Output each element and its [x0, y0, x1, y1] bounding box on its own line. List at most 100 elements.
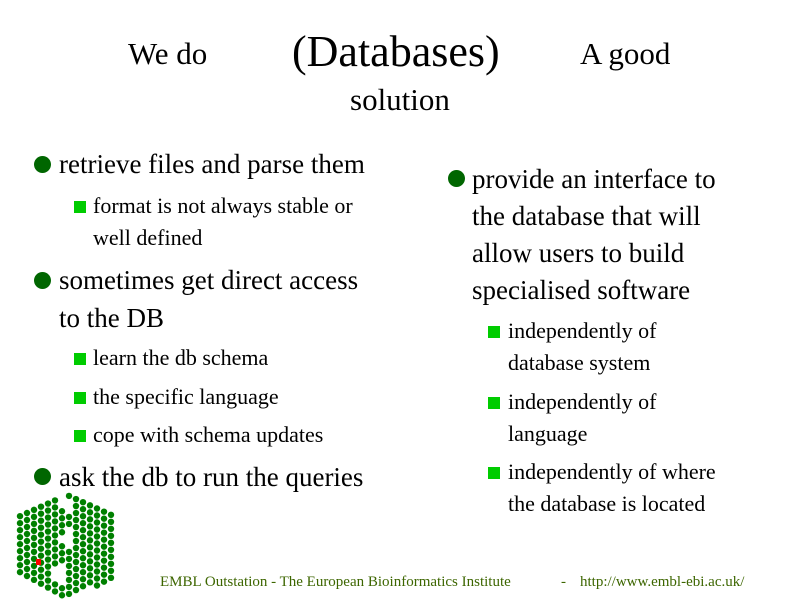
logo-dot [23, 523, 31, 531]
logo-dot [37, 524, 45, 531]
logo-dot [58, 522, 66, 529]
logo-dot [93, 512, 101, 519]
logo-dot [79, 520, 87, 527]
subbullet-icon [488, 397, 500, 409]
logo-dot [37, 580, 45, 587]
logo-dot [72, 530, 80, 538]
logo-dot [72, 579, 80, 587]
logo-dot [16, 554, 24, 562]
logo-dot [107, 525, 115, 532]
logo-dot [79, 555, 87, 562]
logo-dot [100, 543, 108, 550]
logo-dot [58, 508, 66, 515]
logo-dot [86, 579, 94, 586]
logo-dot [79, 499, 87, 506]
logo-dot [51, 518, 59, 525]
logo-dot [44, 507, 52, 514]
bullet-text: allow users to build [472, 238, 685, 268]
logo-dot [72, 516, 80, 524]
logo-dot [58, 585, 66, 592]
logo-dot [51, 511, 59, 518]
logo-dot [23, 558, 31, 566]
logo-dot [58, 543, 66, 550]
logo-dot [100, 557, 108, 564]
logo-dot [44, 570, 52, 577]
logo-dot [86, 523, 94, 530]
title-right: A good [580, 36, 671, 71]
logo-dot [100, 508, 108, 515]
logo-dot [23, 565, 31, 573]
footer-url: http://www.embl-ebi.ac.uk/ [580, 574, 745, 590]
logo-dot [51, 553, 59, 560]
logo-dot [79, 506, 87, 513]
logo-dot [23, 551, 31, 559]
logo-dot [100, 536, 108, 543]
logo-dot [51, 532, 59, 539]
logo-dot [107, 511, 115, 518]
logo-dot [79, 583, 87, 590]
logo-dot [37, 517, 45, 524]
logo-dot [37, 573, 45, 580]
logo-dot [93, 540, 101, 547]
logo-dot [51, 581, 59, 588]
logo-dot [79, 576, 87, 583]
logo-dot [44, 577, 52, 584]
logo-dot [86, 572, 94, 579]
logo-dot [86, 509, 94, 516]
logo-dot [23, 516, 31, 524]
bullet-icon [34, 156, 51, 173]
logo-dot [16, 533, 24, 541]
logo-dot [72, 572, 80, 580]
logo-dot [23, 572, 31, 580]
logo-dot [51, 560, 59, 567]
logo-dot [86, 551, 94, 558]
logo-dot [93, 561, 101, 568]
subbullet-text: format is not always stable or [93, 193, 353, 218]
logo-dot [93, 554, 101, 561]
title-main: (Databases) [292, 27, 500, 76]
logo-dot [37, 510, 45, 517]
logo-dot [44, 535, 52, 542]
logo-dot [58, 515, 66, 522]
subbullet-text: cope with schema updates [93, 422, 324, 447]
logo-dot [107, 560, 115, 567]
logo-dot [93, 582, 101, 589]
logo-dot [79, 569, 87, 576]
logo-dot [72, 551, 80, 559]
logo-dot [72, 537, 80, 545]
logo-dot [100, 578, 108, 585]
logo-dot [30, 576, 38, 584]
subbullet-icon [488, 467, 500, 479]
logo-dot [93, 526, 101, 533]
logo-dot [44, 514, 52, 521]
logo-dot [72, 509, 80, 517]
bullet-text: retrieve files and parse them [59, 149, 365, 179]
logo-dot [37, 503, 45, 510]
logo-dot [16, 512, 24, 520]
bullet-text: the database that will [472, 201, 701, 231]
logo-dot [16, 519, 24, 527]
subbullet-icon [74, 201, 86, 213]
logo-accent [36, 559, 41, 565]
logo-dot [93, 575, 101, 582]
logo-dot [86, 544, 94, 551]
logo-dot [93, 568, 101, 575]
logo-dot [79, 548, 87, 555]
logo-dot [23, 537, 31, 545]
logo-dot [37, 566, 45, 573]
subbullet-icon [74, 353, 86, 365]
logo-dot [107, 546, 115, 553]
logo-dot [16, 568, 24, 576]
logo-dot [65, 520, 73, 528]
ebi-logo [16, 492, 115, 599]
logo-dot [72, 565, 80, 573]
logo-dot [23, 544, 31, 552]
bullet-text: to the DB [59, 303, 164, 333]
logo-dot [93, 505, 101, 512]
logo-dot [51, 588, 59, 595]
logo-dot [65, 548, 73, 556]
logo-dot [37, 531, 45, 538]
logo-dot [37, 545, 45, 552]
logo-dot [107, 574, 115, 581]
